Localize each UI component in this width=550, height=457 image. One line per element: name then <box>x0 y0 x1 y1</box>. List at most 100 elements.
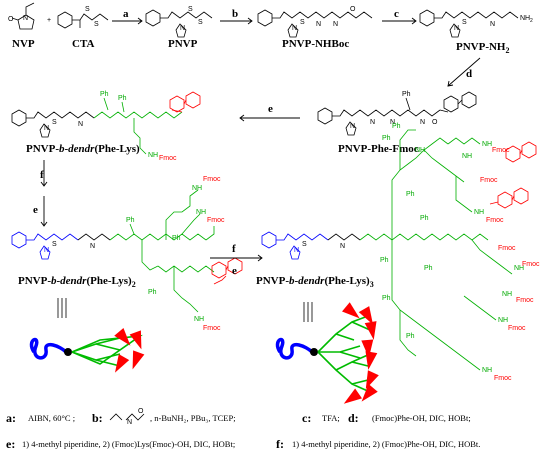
svg-text:N: N <box>316 21 321 28</box>
svg-text:NH: NH <box>520 15 530 22</box>
svg-text:Ph: Ph <box>402 91 411 98</box>
step-e2-label: e <box>33 204 38 216</box>
svg-text:a:: a: <box>6 411 16 425</box>
svg-text:O: O <box>138 408 144 415</box>
svg-text:Fmoc: Fmoc <box>498 245 516 252</box>
svg-text:e:: e: <box>6 437 15 451</box>
step-f1-label: f <box>40 169 44 181</box>
svg-text:Ph: Ph <box>382 135 391 142</box>
svg-text:N: N <box>23 15 28 22</box>
svg-text:f:: f: <box>276 437 284 451</box>
svg-text:N: N <box>420 119 425 126</box>
svg-text:Ph: Ph <box>172 235 181 242</box>
svg-text:Ph: Ph <box>148 289 157 296</box>
step-a-label: a <box>123 8 129 20</box>
svg-text:N: N <box>350 123 355 130</box>
svg-text:1) 4-methyl piperidine, 2) (Fm: 1) 4-methyl piperidine, 2) (Fmoc)Lys(Fmo… <box>22 439 235 449</box>
cta-label: CTA <box>72 38 94 50</box>
svg-text:N: N <box>340 243 345 250</box>
svg-text:N: N <box>454 25 459 32</box>
step-c-label: c <box>394 8 399 20</box>
svg-text:S: S <box>188 6 193 13</box>
step-e3-label: e <box>232 265 237 277</box>
svg-text:Ph: Ph <box>392 123 401 130</box>
svg-text:N: N <box>390 119 395 126</box>
svg-text:S: S <box>52 119 57 126</box>
plus-sign: + <box>47 17 51 24</box>
svg-text:N: N <box>90 243 95 250</box>
svg-text:NH: NH <box>415 147 425 154</box>
svg-text:AIBN, 60°C ;: AIBN, 60°C ; <box>28 413 75 423</box>
nvp-structure: O N <box>8 2 35 30</box>
svg-text:Fmoc: Fmoc <box>492 147 510 154</box>
svg-text:S: S <box>462 19 467 26</box>
svg-text:Ph: Ph <box>118 95 127 102</box>
svg-text:O: O <box>432 119 438 126</box>
svg-text:S: S <box>94 21 99 28</box>
svg-text:b:: b: <box>92 411 103 425</box>
equals-mark-g2 <box>57 298 67 318</box>
svg-text:2: 2 <box>530 18 533 24</box>
svg-text:O: O <box>8 16 14 23</box>
conditions-line-1: a: AIBN, 60°C ; b: N O , n-BuNH₂, PBu₃, … <box>6 408 471 426</box>
pnvp-nh2-label: PNVP-NH2 <box>456 41 510 55</box>
svg-text:(Fmoc)Phe-OH, DIC, HOBt;: (Fmoc)Phe-OH, DIC, HOBt; <box>372 413 471 423</box>
svg-text:N: N <box>44 247 49 254</box>
svg-text:N: N <box>294 247 299 254</box>
pnvp-phe-fmoc-structure: N N N Ph N O <box>317 91 477 136</box>
svg-text:Fmoc: Fmoc <box>508 325 526 332</box>
svg-text:Fmoc: Fmoc <box>494 375 512 382</box>
svg-text:N: N <box>333 21 338 28</box>
svg-text:d:: d: <box>348 411 359 425</box>
svg-text:S: S <box>300 19 305 26</box>
pnvp-nhboc-structure: N S N N O <box>257 6 373 38</box>
svg-text:N: N <box>292 25 297 32</box>
pnvp-g2-structure: N S N Ph Ph NH Fmoc NH Fmoc Ph NH Fmoc <box>11 176 243 332</box>
svg-text:S: S <box>52 241 57 248</box>
svg-text:Ph: Ph <box>424 265 433 272</box>
pnvp-structure: N S S <box>145 6 213 38</box>
g2-cartoon <box>29 328 145 373</box>
svg-text:N: N <box>180 25 185 32</box>
svg-text:N: N <box>490 21 495 28</box>
pnvp-g1-label: PNVP-b-dendr(Phe-Lys) <box>26 143 140 155</box>
pnvp-g3-structure: N S N Ph Ph Ph Ph Ph Ph Ph Ph NH NH NH N… <box>261 123 540 382</box>
svg-text:NH: NH <box>196 209 206 216</box>
svg-text:Ph: Ph <box>100 91 109 98</box>
svg-text:NH: NH <box>498 317 508 324</box>
pnvp-nh2-structure: N S N NH 2 <box>419 9 533 38</box>
svg-text:Fmoc: Fmoc <box>207 217 225 224</box>
svg-text:NH: NH <box>482 367 492 374</box>
svg-text:Ph: Ph <box>420 215 429 222</box>
svg-text:NH: NH <box>482 141 492 148</box>
svg-text:NH: NH <box>462 153 472 160</box>
svg-text:N: N <box>127 419 132 426</box>
svg-text:Fmoc: Fmoc <box>522 261 540 268</box>
svg-text:Ph: Ph <box>126 217 135 224</box>
equals-mark-g3 <box>303 302 313 322</box>
pnvp-g3-label: PNVP-b-dendr(Phe-Lys)3 <box>256 275 374 289</box>
svg-text:N: N <box>78 121 83 128</box>
svg-text:Ph: Ph <box>380 257 389 264</box>
pnvp-g1-structure: N S N Ph Ph NH Fmoc <box>11 91 201 162</box>
svg-text:NH: NH <box>502 291 512 298</box>
svg-text:, n-BuNH₂, PBu₃, TCEP;: , n-BuNH₂, PBu₃, TCEP; <box>150 413 236 423</box>
step-e1-label: e <box>268 103 273 115</box>
svg-text:c:: c: <box>302 411 311 425</box>
pnvp-label: PNVP <box>168 38 198 50</box>
svg-text:NH: NH <box>148 152 158 159</box>
svg-text:TFA;: TFA; <box>322 413 340 423</box>
svg-text:S: S <box>302 241 307 248</box>
svg-text:Fmoc: Fmoc <box>486 217 504 224</box>
step-f2-label: f <box>232 243 236 255</box>
svg-text:Fmoc: Fmoc <box>159 155 177 162</box>
svg-text:NH: NH <box>474 209 484 216</box>
svg-text:Fmoc: Fmoc <box>203 176 221 183</box>
svg-text:NH: NH <box>514 265 524 272</box>
nvp-label: NVP <box>12 38 35 50</box>
svg-text:Fmoc: Fmoc <box>480 177 498 184</box>
svg-text:Fmoc: Fmoc <box>203 325 221 332</box>
g3-cartoon <box>275 302 379 404</box>
svg-text:Ph: Ph <box>382 295 391 302</box>
